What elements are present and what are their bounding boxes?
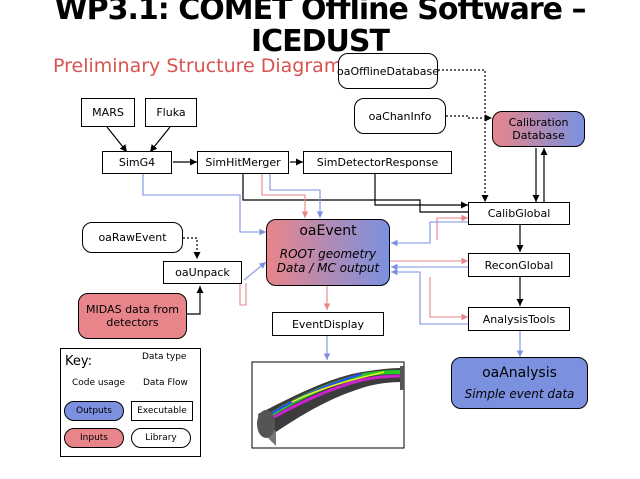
blue-edges xyxy=(142,174,524,360)
node-oaevent: oaEvent ROOT geometry Data / MC output xyxy=(266,219,390,286)
node-midas: MIDAS data from detectors xyxy=(78,293,187,339)
key-executable: Executable xyxy=(131,401,193,421)
key-data-type: Data type xyxy=(142,352,187,362)
node-mars: MARS xyxy=(81,98,135,127)
node-simhitmerger: SimHitMerger xyxy=(197,151,289,174)
node-analysistools: AnalysisTools xyxy=(468,307,570,331)
node-eventdisplay: EventDisplay xyxy=(272,312,384,336)
key-data-flow: Data Flow xyxy=(143,378,188,388)
node-fluka: Fluka xyxy=(145,98,197,127)
node-calibration-database: Calibration Database xyxy=(492,111,585,147)
page-title: WP3.1: COMET Offline Software – ICEDUST xyxy=(54,0,587,59)
node-oachaninfo: oaChanInfo xyxy=(354,98,446,134)
oaevent-subtitle: ROOT geometry Data / MC output xyxy=(276,247,380,275)
dotted-edges xyxy=(183,69,492,259)
node-oarawevent: oaRawEvent xyxy=(82,222,183,253)
key-code-usage: Code usage xyxy=(72,378,126,388)
node-calibglobal: CalibGlobal xyxy=(468,202,570,225)
node-oaunpack: oaUnpack xyxy=(163,261,242,284)
key-heading: Key: xyxy=(65,354,93,369)
red-edges xyxy=(239,174,468,321)
key-inputs: Inputs xyxy=(64,428,124,448)
node-simdetectorresponse: SimDetectorResponse xyxy=(303,151,452,174)
key-outputs: Outputs xyxy=(64,401,124,421)
code-edges xyxy=(106,126,548,315)
page-subtitle: Preliminary Structure Diagram xyxy=(53,55,343,77)
node-reconglobal: ReconGlobal xyxy=(468,253,570,277)
node-oaanalysis: oaAnalysis Simple event data xyxy=(451,357,588,409)
oaevent-title: oaEvent xyxy=(299,223,357,239)
event-display-image xyxy=(251,361,405,449)
oaanalysis-subtitle: Simple event data xyxy=(464,387,575,401)
oaanalysis-title: oaAnalysis xyxy=(482,365,557,381)
node-oaofflinedatabase: oaOfflineDatabase xyxy=(337,53,439,89)
key-library: Library xyxy=(131,428,191,448)
node-simg4: SimG4 xyxy=(102,151,172,174)
